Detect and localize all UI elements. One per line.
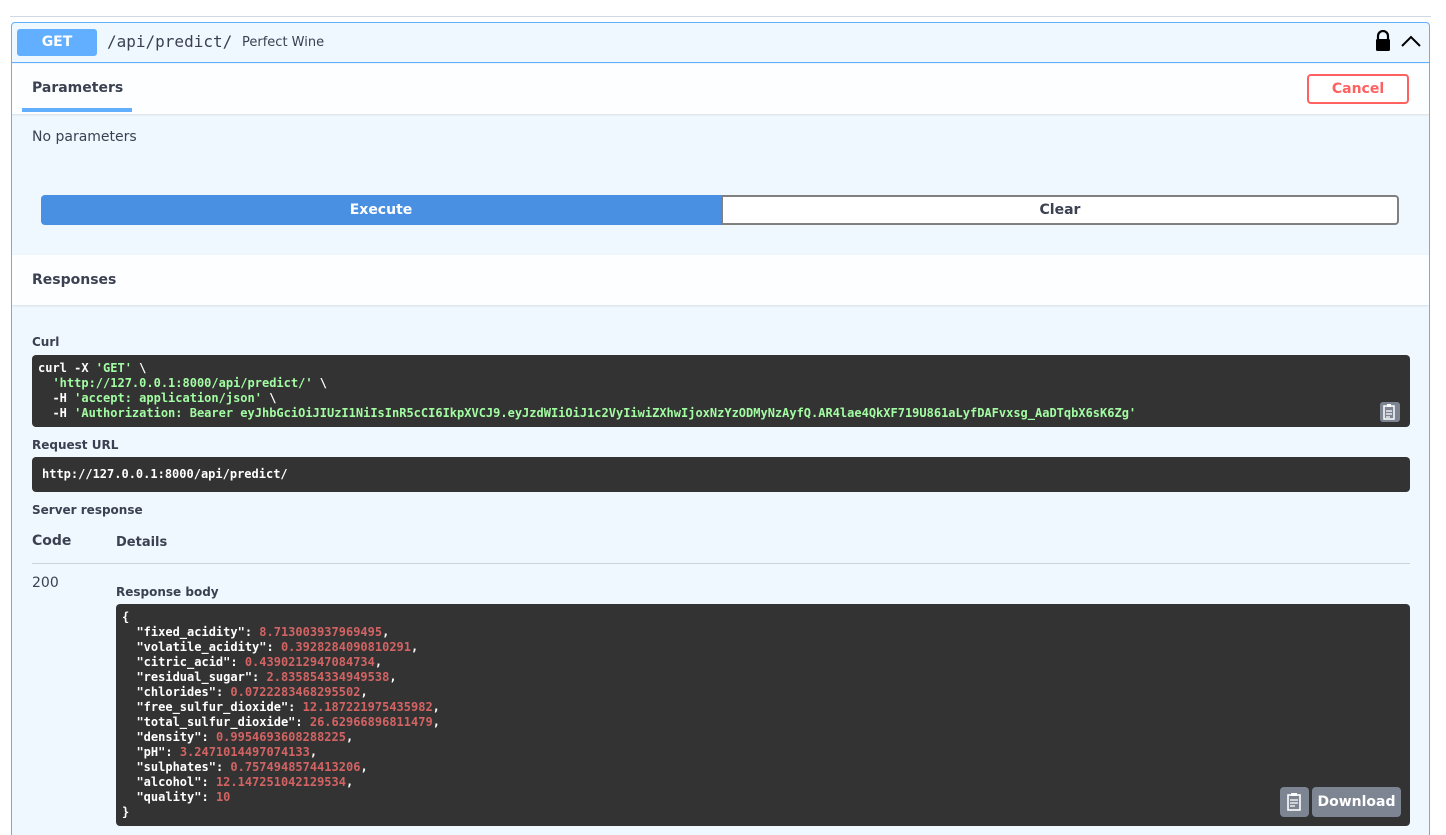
operation-path: /api/predict/	[107, 32, 233, 51]
copy-icon[interactable]	[1280, 787, 1309, 817]
no-parameters-text: No parameters	[32, 129, 137, 145]
method-badge: GET	[17, 29, 97, 56]
cancel-button[interactable]: Cancel	[1307, 74, 1409, 104]
request-url-text: http://127.0.0.1:8000/api/predict/	[42, 467, 288, 481]
clear-button[interactable]: Clear	[721, 195, 1399, 225]
response-body-label: Response body	[116, 585, 219, 599]
details-column-header: Details	[116, 535, 168, 550]
json-brace-open: {	[122, 610, 130, 624]
parameters-header: Parameters Cancel	[12, 64, 1429, 114]
curl-line: -H 'accept: application/json' \	[38, 391, 277, 405]
table-divider	[32, 563, 1410, 564]
json-brace-close: }	[122, 805, 130, 819]
responses-header: Responses	[12, 255, 1429, 305]
response-body[interactable]: { "fixed_acidity": 8.713003937969495, "v…	[116, 604, 1410, 826]
response-status-code: 200	[32, 575, 59, 591]
lock-icon[interactable]	[1374, 30, 1392, 52]
curl-line: 'http://127.0.0.1:8000/api/predict/' \	[52, 376, 327, 390]
responses-title: Responses	[32, 272, 117, 288]
json-row: "free_sulfur_dioxide": 12.18722197543598…	[136, 700, 440, 714]
code-column-header: Code	[32, 533, 72, 549]
json-row: "alcohol": 12.147251042129534,	[136, 775, 354, 789]
json-row: "residual_sugar": 2.835854334949538,	[136, 670, 397, 684]
tab-parameters[interactable]: Parameters	[32, 80, 124, 96]
json-row: "quality": 10	[136, 790, 231, 804]
operation-block-get-predict: GET /api/predict/ Perfect Wine Parameter…	[11, 22, 1430, 835]
top-divider	[10, 16, 1431, 17]
curl-command[interactable]: curl -X 'GET' \ 'http://127.0.0.1:8000/a…	[32, 355, 1410, 427]
json-row: "pH": 3.2471014497074133,	[136, 745, 318, 759]
json-row: "density": 0.9954693608288225,	[136, 730, 354, 744]
json-row: "fixed_acidity": 8.713003937969495,	[136, 625, 390, 639]
curl-line: -H 'Authorization: Bearer eyJhbGciOiJIUz…	[38, 406, 1137, 420]
json-row: "chlorides": 0.0722283468295502,	[136, 685, 368, 699]
execute-button[interactable]: Execute	[41, 195, 721, 225]
curl-line: curl -X 'GET' \	[38, 361, 147, 375]
server-response-label: Server response	[32, 503, 143, 517]
json-row: "total_sulfur_dioxide": 26.6296689681147…	[136, 715, 440, 729]
json-row: "citric_acid": 0.4390212947084734,	[136, 655, 383, 669]
operation-summary[interactable]: GET /api/predict/ Perfect Wine	[12, 23, 1429, 63]
tab-active-indicator	[22, 108, 132, 112]
download-button[interactable]: Download	[1312, 787, 1401, 817]
curl-label: Curl	[32, 335, 60, 349]
copy-icon[interactable]	[1380, 402, 1400, 422]
operation-description: Perfect Wine	[242, 35, 325, 50]
request-url-label: Request URL	[32, 438, 119, 452]
json-row: "sulphates": 0.7574948574413206,	[136, 760, 368, 774]
json-row: "volatile_acidity": 0.3928284090810291,	[136, 640, 419, 654]
request-url[interactable]: http://127.0.0.1:8000/api/predict/	[32, 457, 1410, 492]
chevron-up-icon[interactable]	[1400, 33, 1422, 49]
